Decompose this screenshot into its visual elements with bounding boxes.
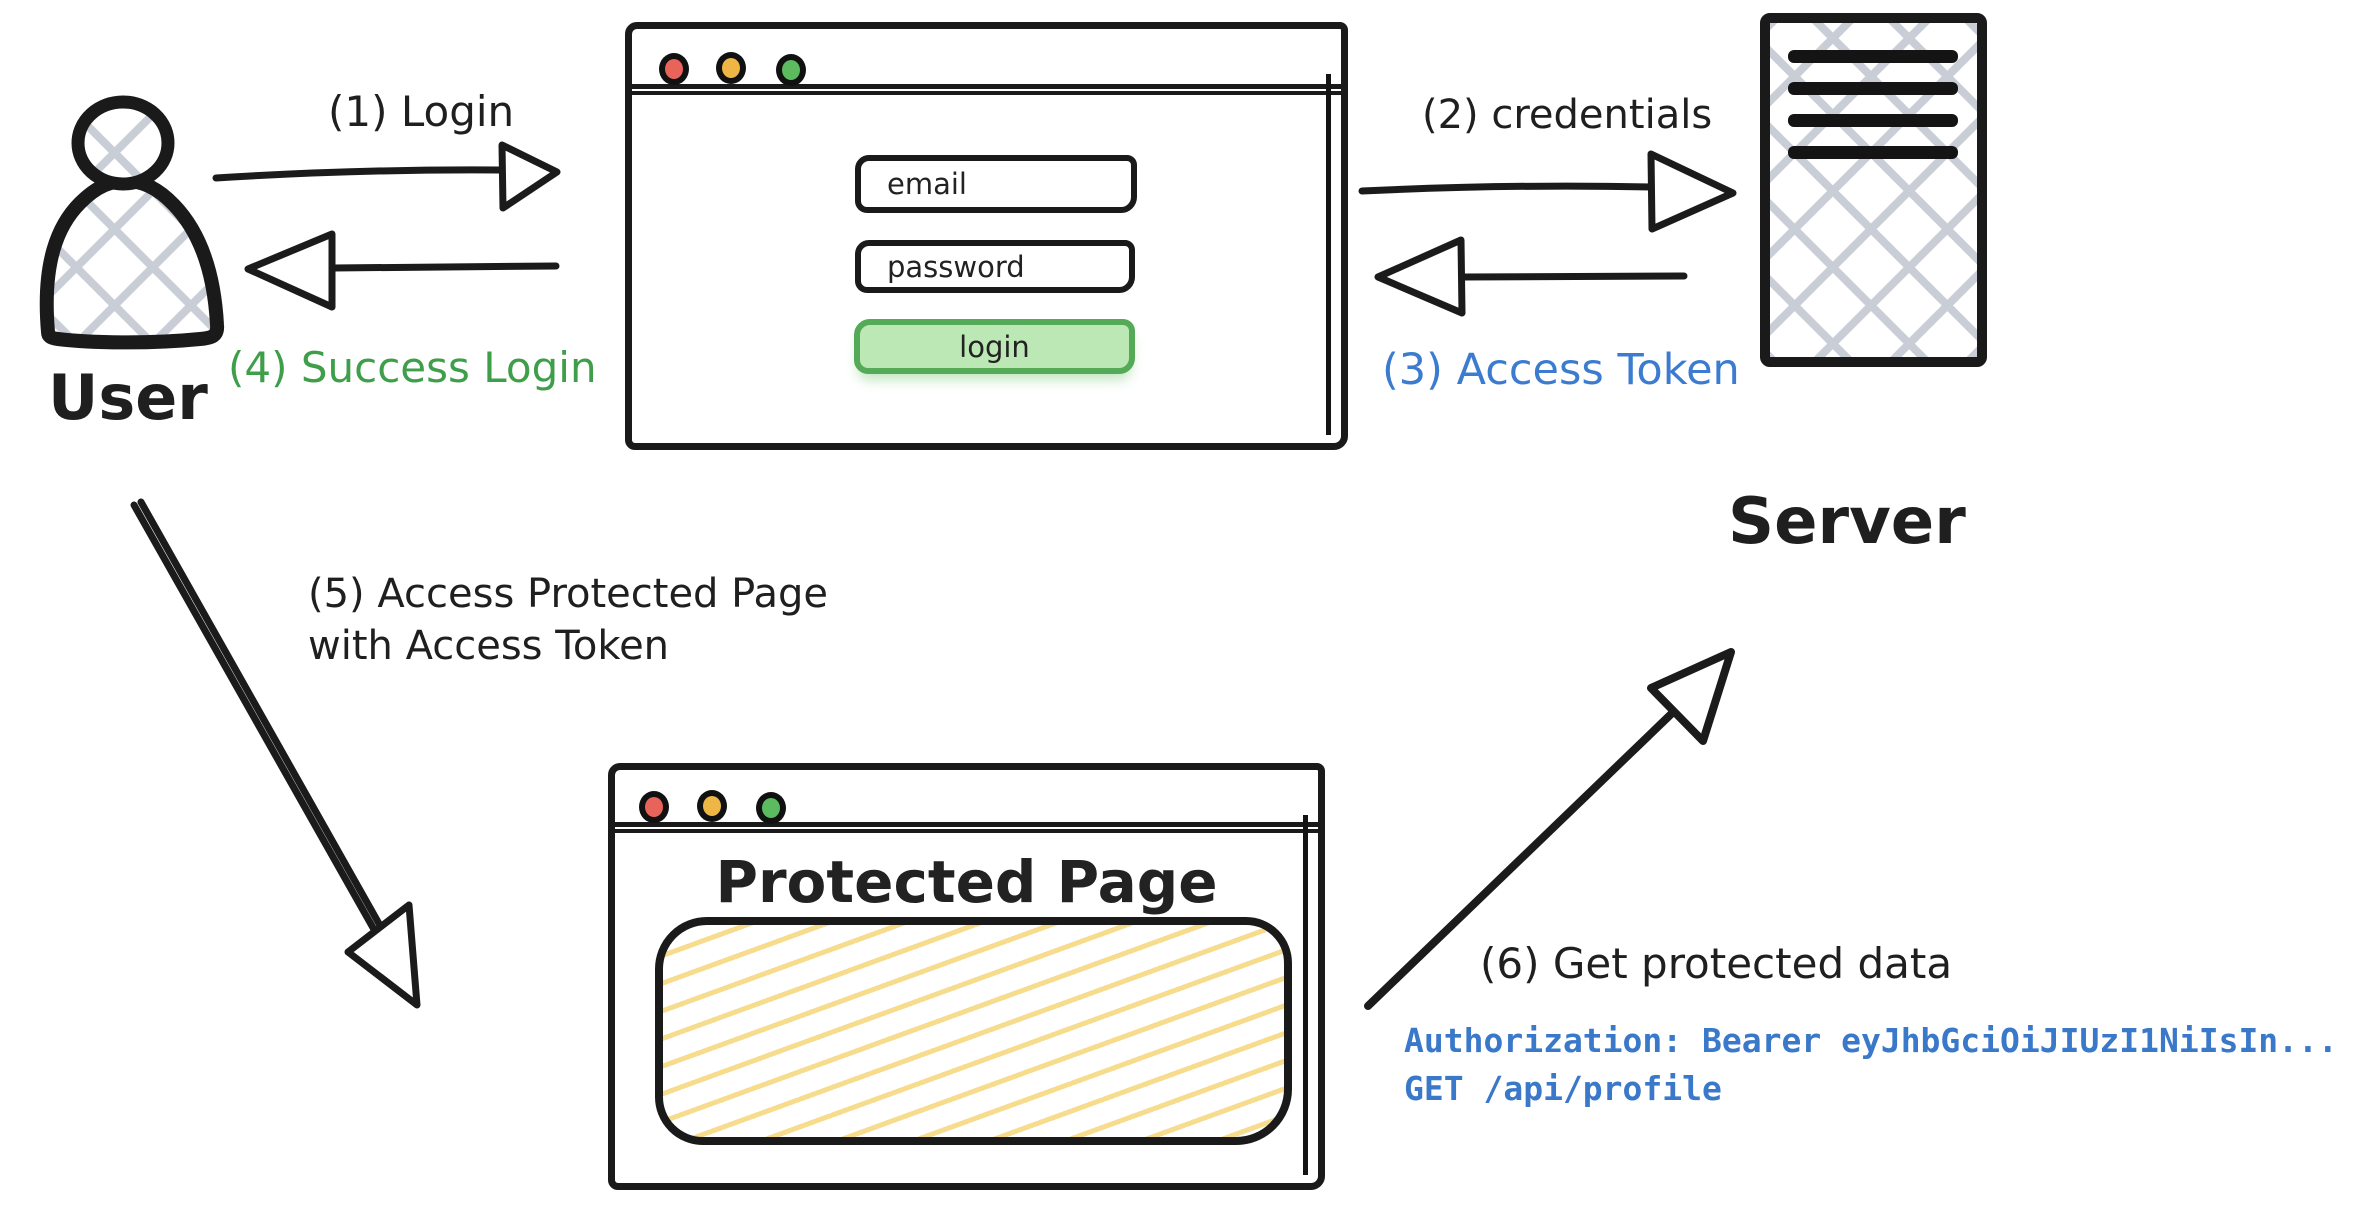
window-right-sketch-line bbox=[1326, 74, 1331, 435]
label-step5-line2: with Access Token bbox=[308, 623, 670, 669]
window-control-red-icon bbox=[659, 53, 689, 85]
protected-content-placeholder bbox=[655, 917, 1292, 1145]
window-control-green-icon bbox=[776, 54, 806, 86]
password-field[interactable]: password bbox=[855, 240, 1135, 293]
arrow-2-credentials bbox=[1358, 150, 1737, 233]
window-control-green-icon bbox=[756, 792, 786, 824]
window-right-sketch-line bbox=[1303, 815, 1308, 1175]
label-step4-success-login: (4) Success Login bbox=[228, 343, 597, 392]
email-field[interactable]: email bbox=[855, 155, 1137, 213]
titlebar-separator-line bbox=[629, 91, 1344, 95]
arrow-4-success-login bbox=[244, 230, 560, 311]
arrow-5-access-protected-page bbox=[130, 498, 421, 1009]
user-label: User bbox=[48, 361, 208, 434]
arrow-1-login bbox=[212, 141, 561, 212]
browser-titlebar bbox=[632, 29, 1341, 89]
label-step3-access-token: (3) Access Token bbox=[1382, 345, 1740, 395]
window-control-red-icon bbox=[639, 791, 669, 823]
login-button[interactable]: login bbox=[854, 319, 1135, 374]
window-control-yellow-icon bbox=[697, 790, 727, 822]
protected-page-title: Protected Page bbox=[715, 848, 1218, 916]
label-step1-login: (1) Login bbox=[328, 87, 515, 136]
server-icon bbox=[1760, 13, 1987, 367]
browser-login-window: email password login bbox=[625, 22, 1348, 450]
email-placeholder: email bbox=[887, 167, 967, 201]
authorization-header-code: Authorization: Bearer eyJhbGciOiJIUzI1Ni… bbox=[1404, 1021, 2338, 1060]
label-step2-credentials: (2) credentials bbox=[1422, 92, 1713, 138]
password-placeholder: password bbox=[887, 249, 1025, 284]
titlebar-separator-line bbox=[612, 829, 1321, 833]
protected-titlebar bbox=[615, 770, 1318, 827]
login-button-label: login bbox=[959, 329, 1030, 364]
arrow-6-get-protected-data bbox=[1364, 648, 1735, 1010]
arrow-3-access-token bbox=[1374, 236, 1688, 317]
label-step6-get-protected-data: (6) Get protected data bbox=[1480, 939, 1953, 988]
protected-page-window: Protected Page bbox=[608, 763, 1325, 1190]
user-icon bbox=[39, 95, 225, 350]
window-control-yellow-icon bbox=[716, 52, 746, 84]
get-request-code: GET /api/profile bbox=[1404, 1069, 1722, 1108]
server-label: Server bbox=[1728, 485, 1966, 559]
label-step5-line1: (5) Access Protected Page bbox=[308, 571, 828, 617]
label-step5-access-protected-page: (5) Access Protected Page with Access To… bbox=[308, 568, 828, 672]
